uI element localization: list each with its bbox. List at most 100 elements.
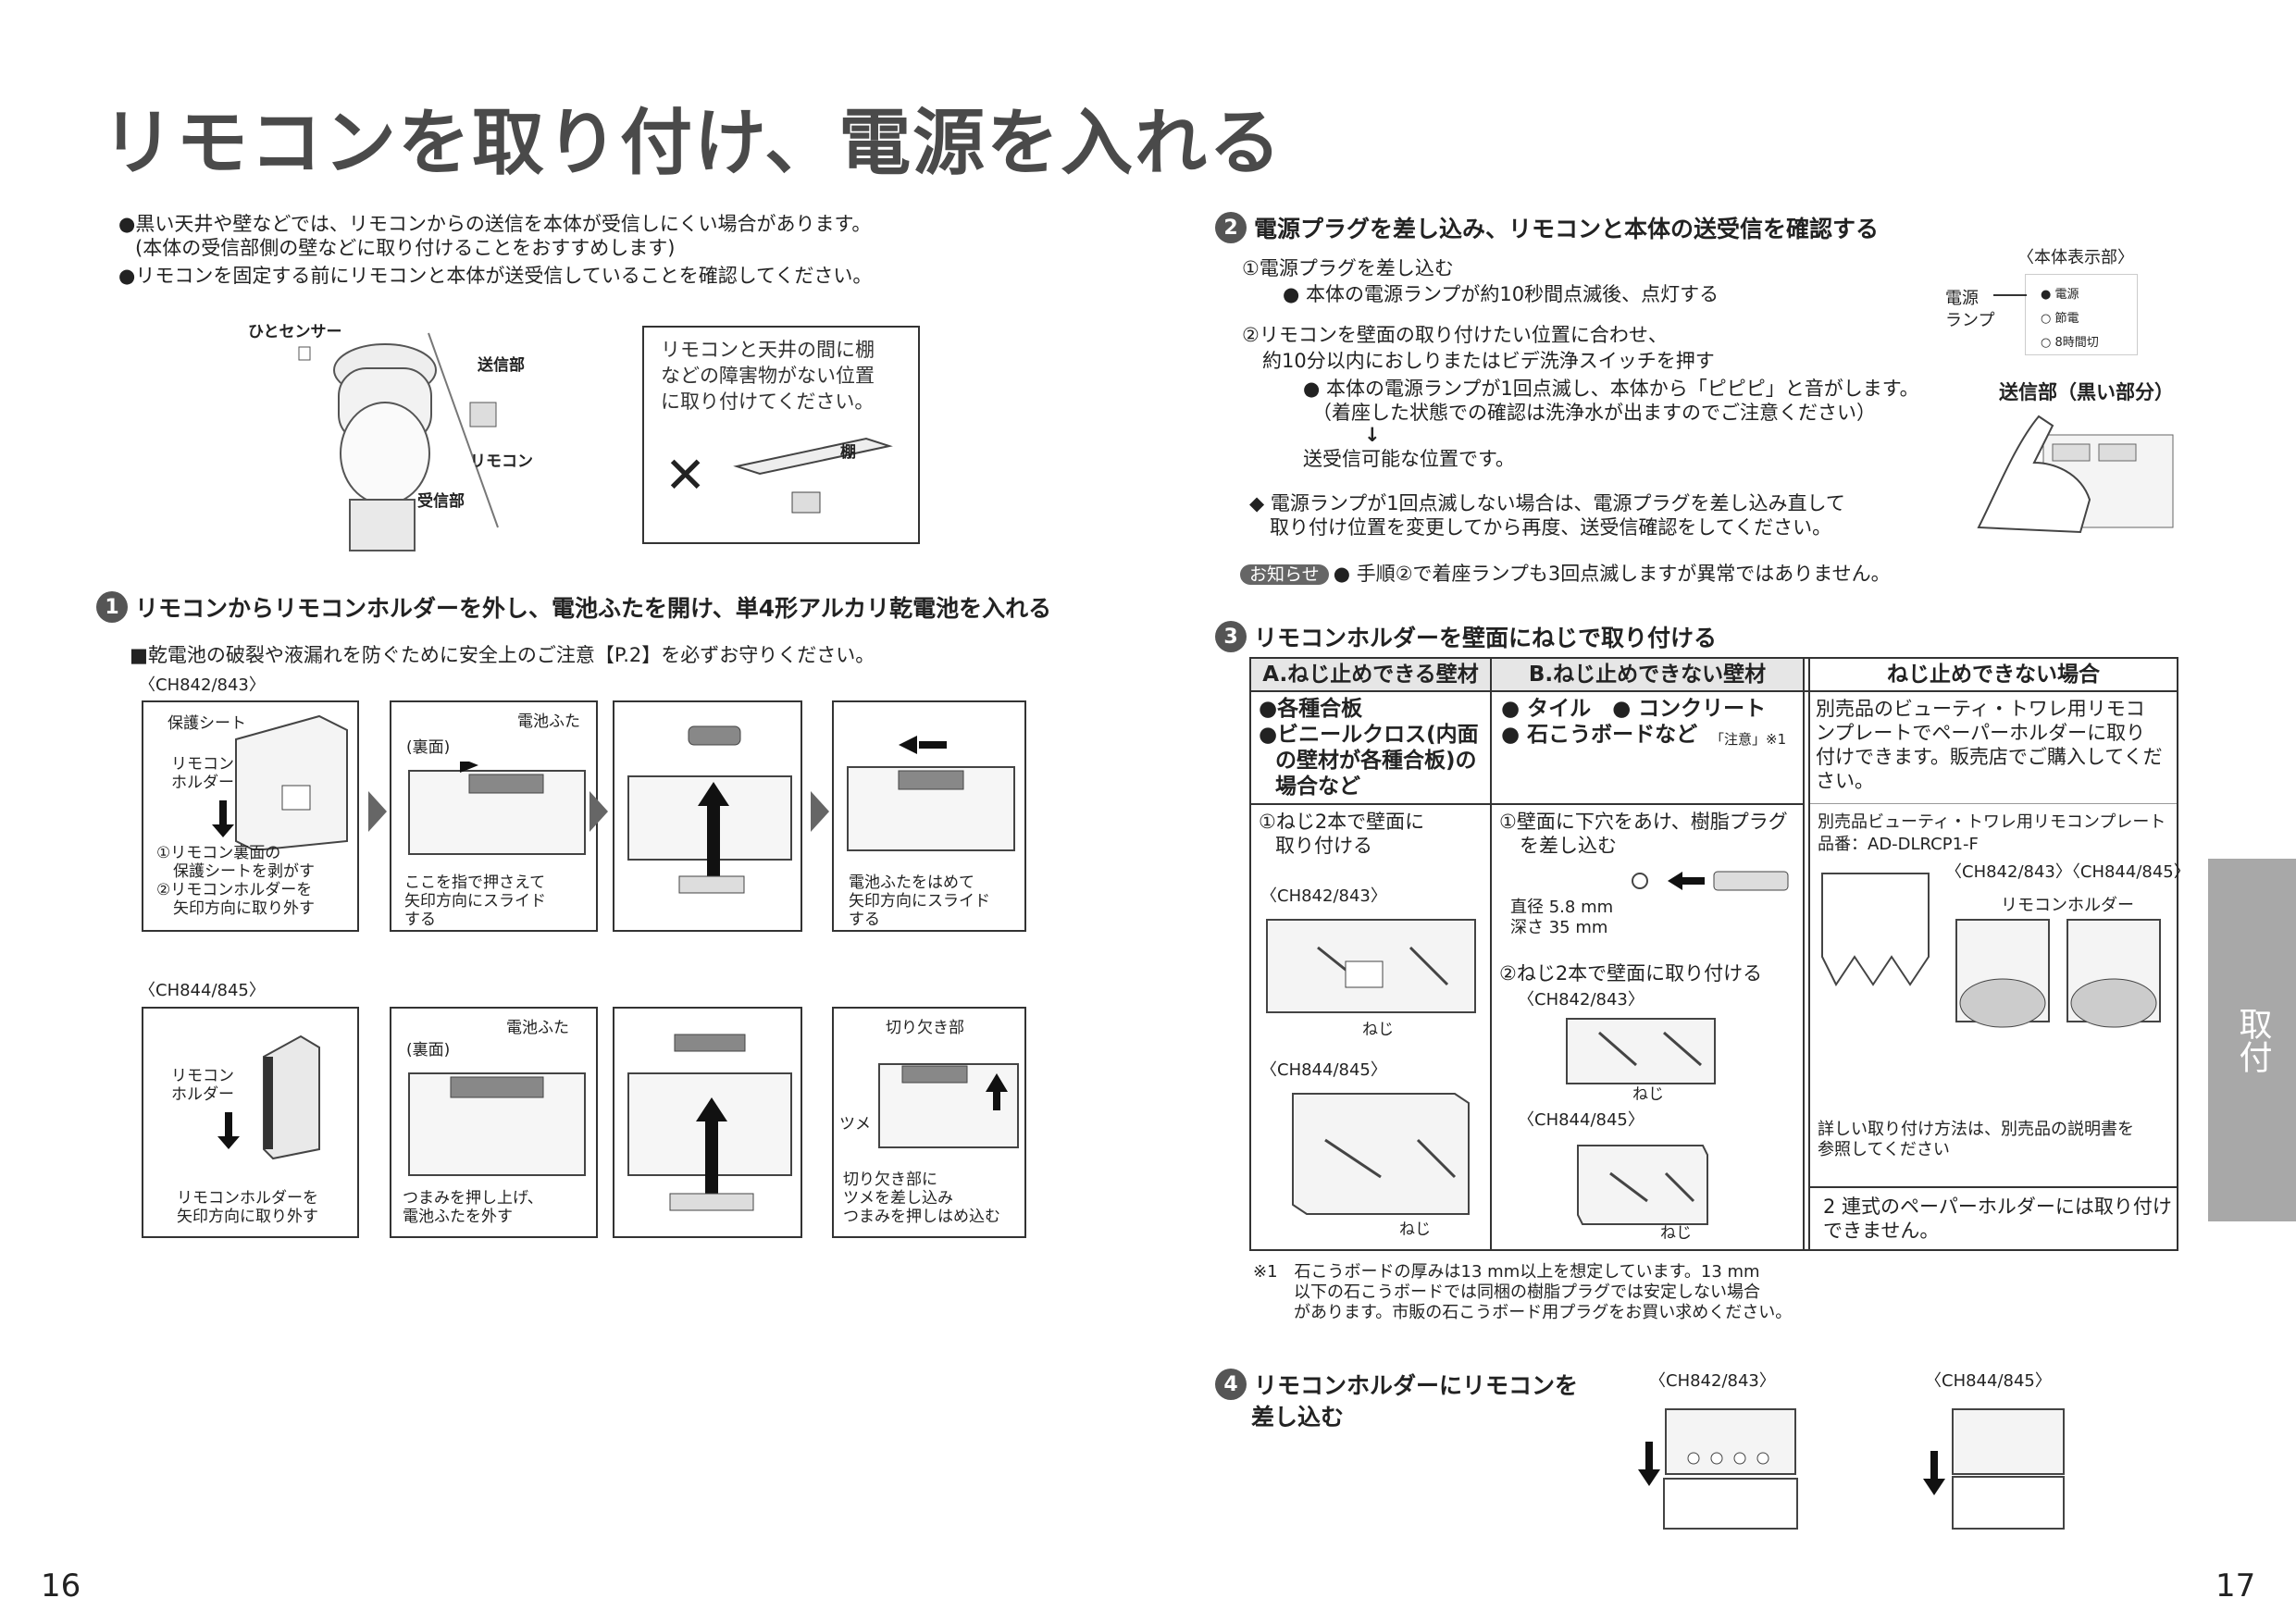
shelf-label: 棚 <box>840 443 856 462</box>
caption: 切り欠き部に <box>843 1171 937 1189</box>
lamp-power: ● 電源 <box>2041 288 2079 302</box>
screw-label: ねじ <box>1399 1220 1431 1239</box>
step2-substep1: ①電源プラグを差し込む <box>1242 257 1454 279</box>
notice-row: お知らせ ● 手順②で着座ランプも3回点滅しますが異常ではありません。 <box>1240 561 1891 587</box>
holder-screw-illustration-4 <box>1577 1145 1708 1225</box>
col-divider <box>1808 659 1810 1249</box>
step4-number: 4 <box>1215 1369 1247 1400</box>
step1-model-a: 〈CH842/843〉 <box>139 675 266 695</box>
remote-holder-illustration <box>235 714 348 850</box>
page-number-left: 16 <box>41 1567 81 1604</box>
col-c-text: 別売品のビューティ・トワレ用リモコ <box>1816 698 2145 720</box>
sensor-label: ひとセンサー <box>248 323 342 341</box>
caption: 電池ふたをはめて <box>849 873 974 892</box>
lamp-leader-line <box>1993 294 2027 296</box>
step2-heading-text: 電源プラグを差し込み、リモコンと本体の送受信を確認する <box>1254 216 1880 242</box>
remote-insert-illustration-1 <box>1638 1408 1798 1530</box>
step4-model1: 〈CH842/843〉 <box>1649 1371 1776 1391</box>
holder-side-illustration <box>263 1035 320 1160</box>
col-c-header: ねじ止めできない場合 <box>1810 659 2177 690</box>
notice-text: ● 手順②で着座ランプも3回点滅しますが異常ではありません。 <box>1333 563 1891 585</box>
col-a-model2: 〈CH844/845〉 <box>1260 1060 1387 1080</box>
step1-b-panel3 <box>613 1007 802 1238</box>
col-b-note: 「注意」※1 <box>1710 731 1787 748</box>
caption: 矢印方向に取り外す <box>177 1208 318 1226</box>
section-tab: 取付 <box>2208 859 2296 1221</box>
step2-substep2-a: ②リモコンを壁面の取り付けたい位置に合わせ、 <box>1242 324 1668 346</box>
row-divider <box>1251 690 2177 692</box>
col-c-holder: リモコンホルダー <box>2001 896 2134 915</box>
step1-b-panel1: リモコン ホルダー リモコンホルダーを 矢印方向に取り外す <box>142 1007 359 1238</box>
row-divider <box>1251 803 1805 805</box>
col-b-item: ● タイル ● コンクリート <box>1501 697 1767 721</box>
caption: する <box>849 911 880 929</box>
intro-bullet-1-note: (本体の受信部側の壁などに取り付けることをおすすめします) <box>135 237 676 259</box>
caption: つまみを押し上げ、 <box>403 1189 543 1208</box>
protect-sheet-label: 保護シート <box>168 714 246 733</box>
plug-illustration <box>1632 871 1789 891</box>
receiver-label: 受信部 <box>417 492 465 511</box>
step3-number: 3 <box>1215 621 1247 652</box>
remote-label: リモコン <box>470 452 533 471</box>
holder-label-1: リモコン <box>171 1067 234 1085</box>
shelf-note-line2: などの障害物がない位置 <box>661 365 875 387</box>
page-number-right: 17 <box>2215 1567 2256 1604</box>
shelf-illustration <box>733 437 893 514</box>
step1-a-panel1: 保護シート リモコン ホルダー ①リモコン裏面の 保護シートを剥がす ②リモコン… <box>142 700 359 932</box>
holder-screw-illustration-3 <box>1566 1018 1716 1084</box>
battery-cover-label: 電池ふた <box>506 1019 569 1037</box>
caption: 矢印方向に取り外す <box>173 899 315 918</box>
notice-badge: お知らせ <box>1240 564 1329 585</box>
col-a-item: ●ビニールクロス(内面 <box>1259 723 1479 747</box>
caption: ②リモコンホルダーを <box>156 881 313 899</box>
step1-heading: 1 リモコンからリモコンホルダーを外し、電池ふたを開け、単4形アルカリ乾電池を入… <box>96 590 1051 624</box>
power-lamp-label-2: ランプ <box>1945 311 1995 330</box>
col-c-footer: 2 連式のペーパーホルダーには取り付け <box>1823 1196 2172 1218</box>
step3-heading: 3 リモコンホルダーを壁面にねじで取り付ける <box>1215 620 1717 653</box>
step2-substep1-note: ● 本体の電源ランプが約10秒間点滅後、点灯する <box>1283 283 1719 305</box>
row-divider <box>1810 803 2177 804</box>
step1-a-panel4: 電池ふたをはめて 矢印方向にスライド する <box>832 700 1026 932</box>
step1-a-panel2: 電池ふた (裏面) ここを指で押さえて 矢印方向にスライド する <box>390 700 598 932</box>
caption: ここを指で押さえて <box>404 873 546 892</box>
step1-model-b: 〈CH844/845〉 <box>139 981 266 1000</box>
caption: ①リモコン裏面の <box>156 844 281 862</box>
notch-label: 切り欠き部 <box>886 1019 964 1037</box>
step2-note1: ● 本体の電源ランプが1回点滅し、本体から「ピピピ」と音がします。 <box>1303 378 1919 400</box>
next-arrow-icon <box>811 791 829 832</box>
back-side-label: (裏面) <box>406 738 451 757</box>
col-a-item: の壁材が各種合板)の <box>1275 749 1477 773</box>
down-arrow-icon <box>212 800 234 837</box>
step4-heading-text-2: 差し込む <box>1251 1404 1345 1431</box>
hole-depth: 深さ 35 mm <box>1510 918 1608 937</box>
step1-heading-text: リモコンからリモコンホルダーを外し、電池ふたを開け、単4形アルカリ乾電池を入れる <box>135 595 1052 622</box>
holder-screw-illustration-2 <box>1292 1093 1470 1215</box>
display-panel: ● 電源 ○ 節電 ○ 8時間切 <box>2025 274 2138 355</box>
remote-back-illustration <box>408 1072 586 1176</box>
step2-number: 2 <box>1215 212 1247 243</box>
step4-model2: 〈CH844/845〉 <box>1925 1371 2052 1391</box>
hand-remote-illustration <box>1977 415 2174 534</box>
paper-holder-illustration <box>1821 873 2161 1028</box>
footnote-1: ※1 石こうボードの厚みは13 mm以上を想定しています。13 mm <box>1253 1262 1760 1282</box>
remote-back-illustration <box>408 762 586 855</box>
col-c-product: 別売品ビューティ・トワレ用リモコンプレート <box>1818 812 2166 832</box>
col-b-step2: ②ねじ2本で壁面に取り付ける <box>1499 962 1763 985</box>
step4-heading: 4 リモコンホルダーにリモコンを <box>1215 1368 1578 1401</box>
col-c-text: 付けできます。販売店でご購入してくだ <box>1816 746 2163 768</box>
step2-result: 送受信可能な位置です。 <box>1303 448 1515 470</box>
down-arrow-icon <box>217 1112 240 1149</box>
step1-a-panel3 <box>613 700 802 932</box>
holder-label-1: リモコン <box>171 755 234 774</box>
holder-screw-illustration <box>1266 919 1476 1013</box>
col-b-item: ● 石こうボードなど <box>1501 723 1698 747</box>
cover-close-illustration <box>847 736 1015 851</box>
col-a-item: 場合など <box>1275 774 1360 799</box>
caption: 電池ふたを外す <box>403 1208 513 1226</box>
col-c-detail: 詳しい取り付け方法は、別売品の説明書を <box>1818 1120 2134 1139</box>
col-a-step: ①ねじ2本で壁面に <box>1259 811 1425 833</box>
wall-table: A.ねじ止めできる壁材 B.ねじ止めできない壁材 ねじ止めできない場合 ●各種合… <box>1249 657 2191 1251</box>
step2-warning-1: ◆ 電源ランプが1回点滅しない場合は、電源プラグを差し込み直して <box>1249 492 1845 514</box>
screw-label: ねじ <box>1660 1224 1692 1243</box>
col-b-model1: 〈CH842/843〉 <box>1518 990 1644 1010</box>
